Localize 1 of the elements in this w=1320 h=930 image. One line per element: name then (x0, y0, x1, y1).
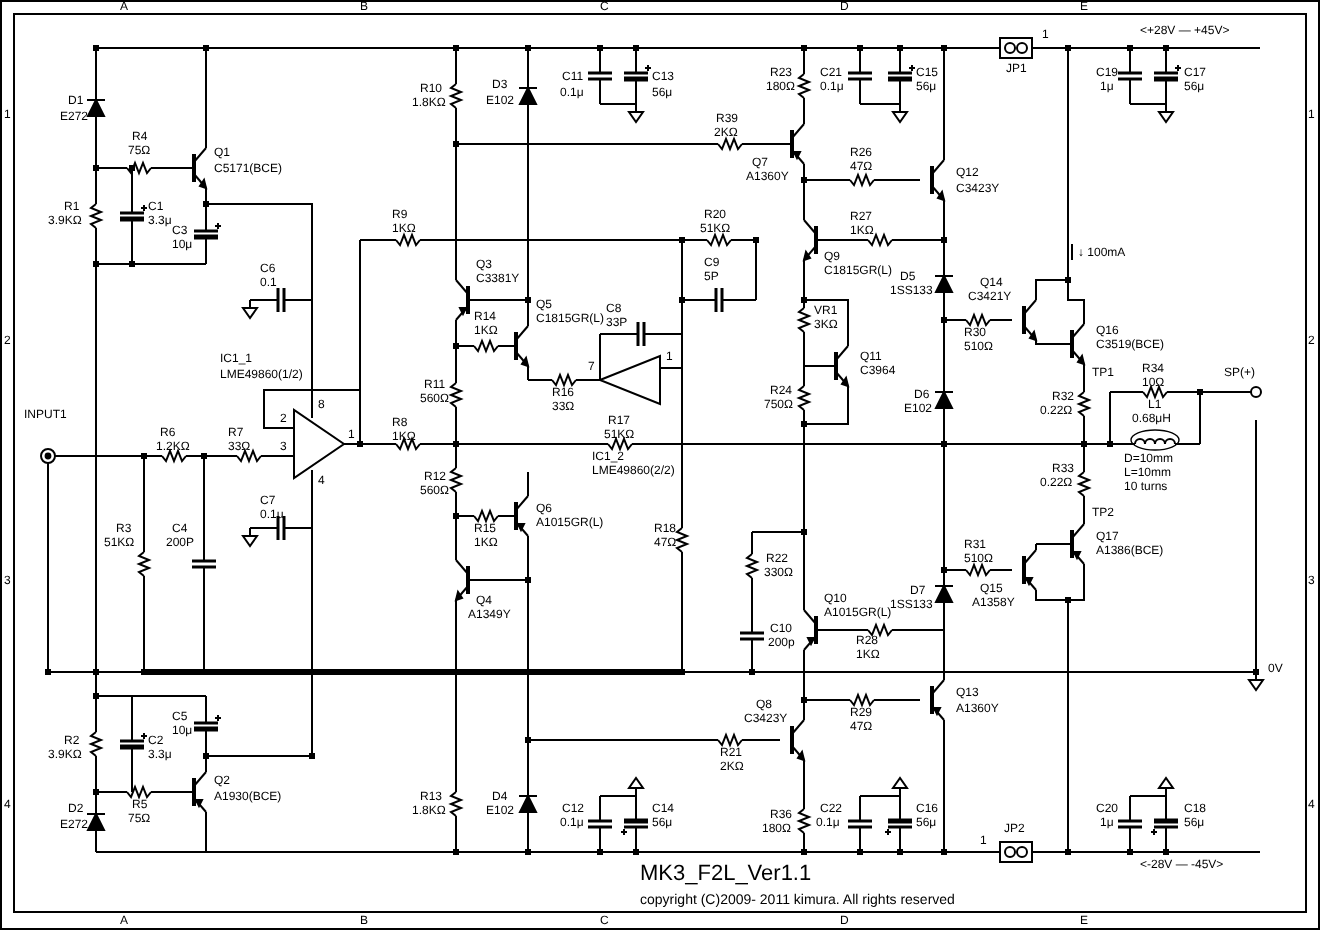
drawing-title: MK3_F2L_Ver1.1 (640, 862, 812, 888)
